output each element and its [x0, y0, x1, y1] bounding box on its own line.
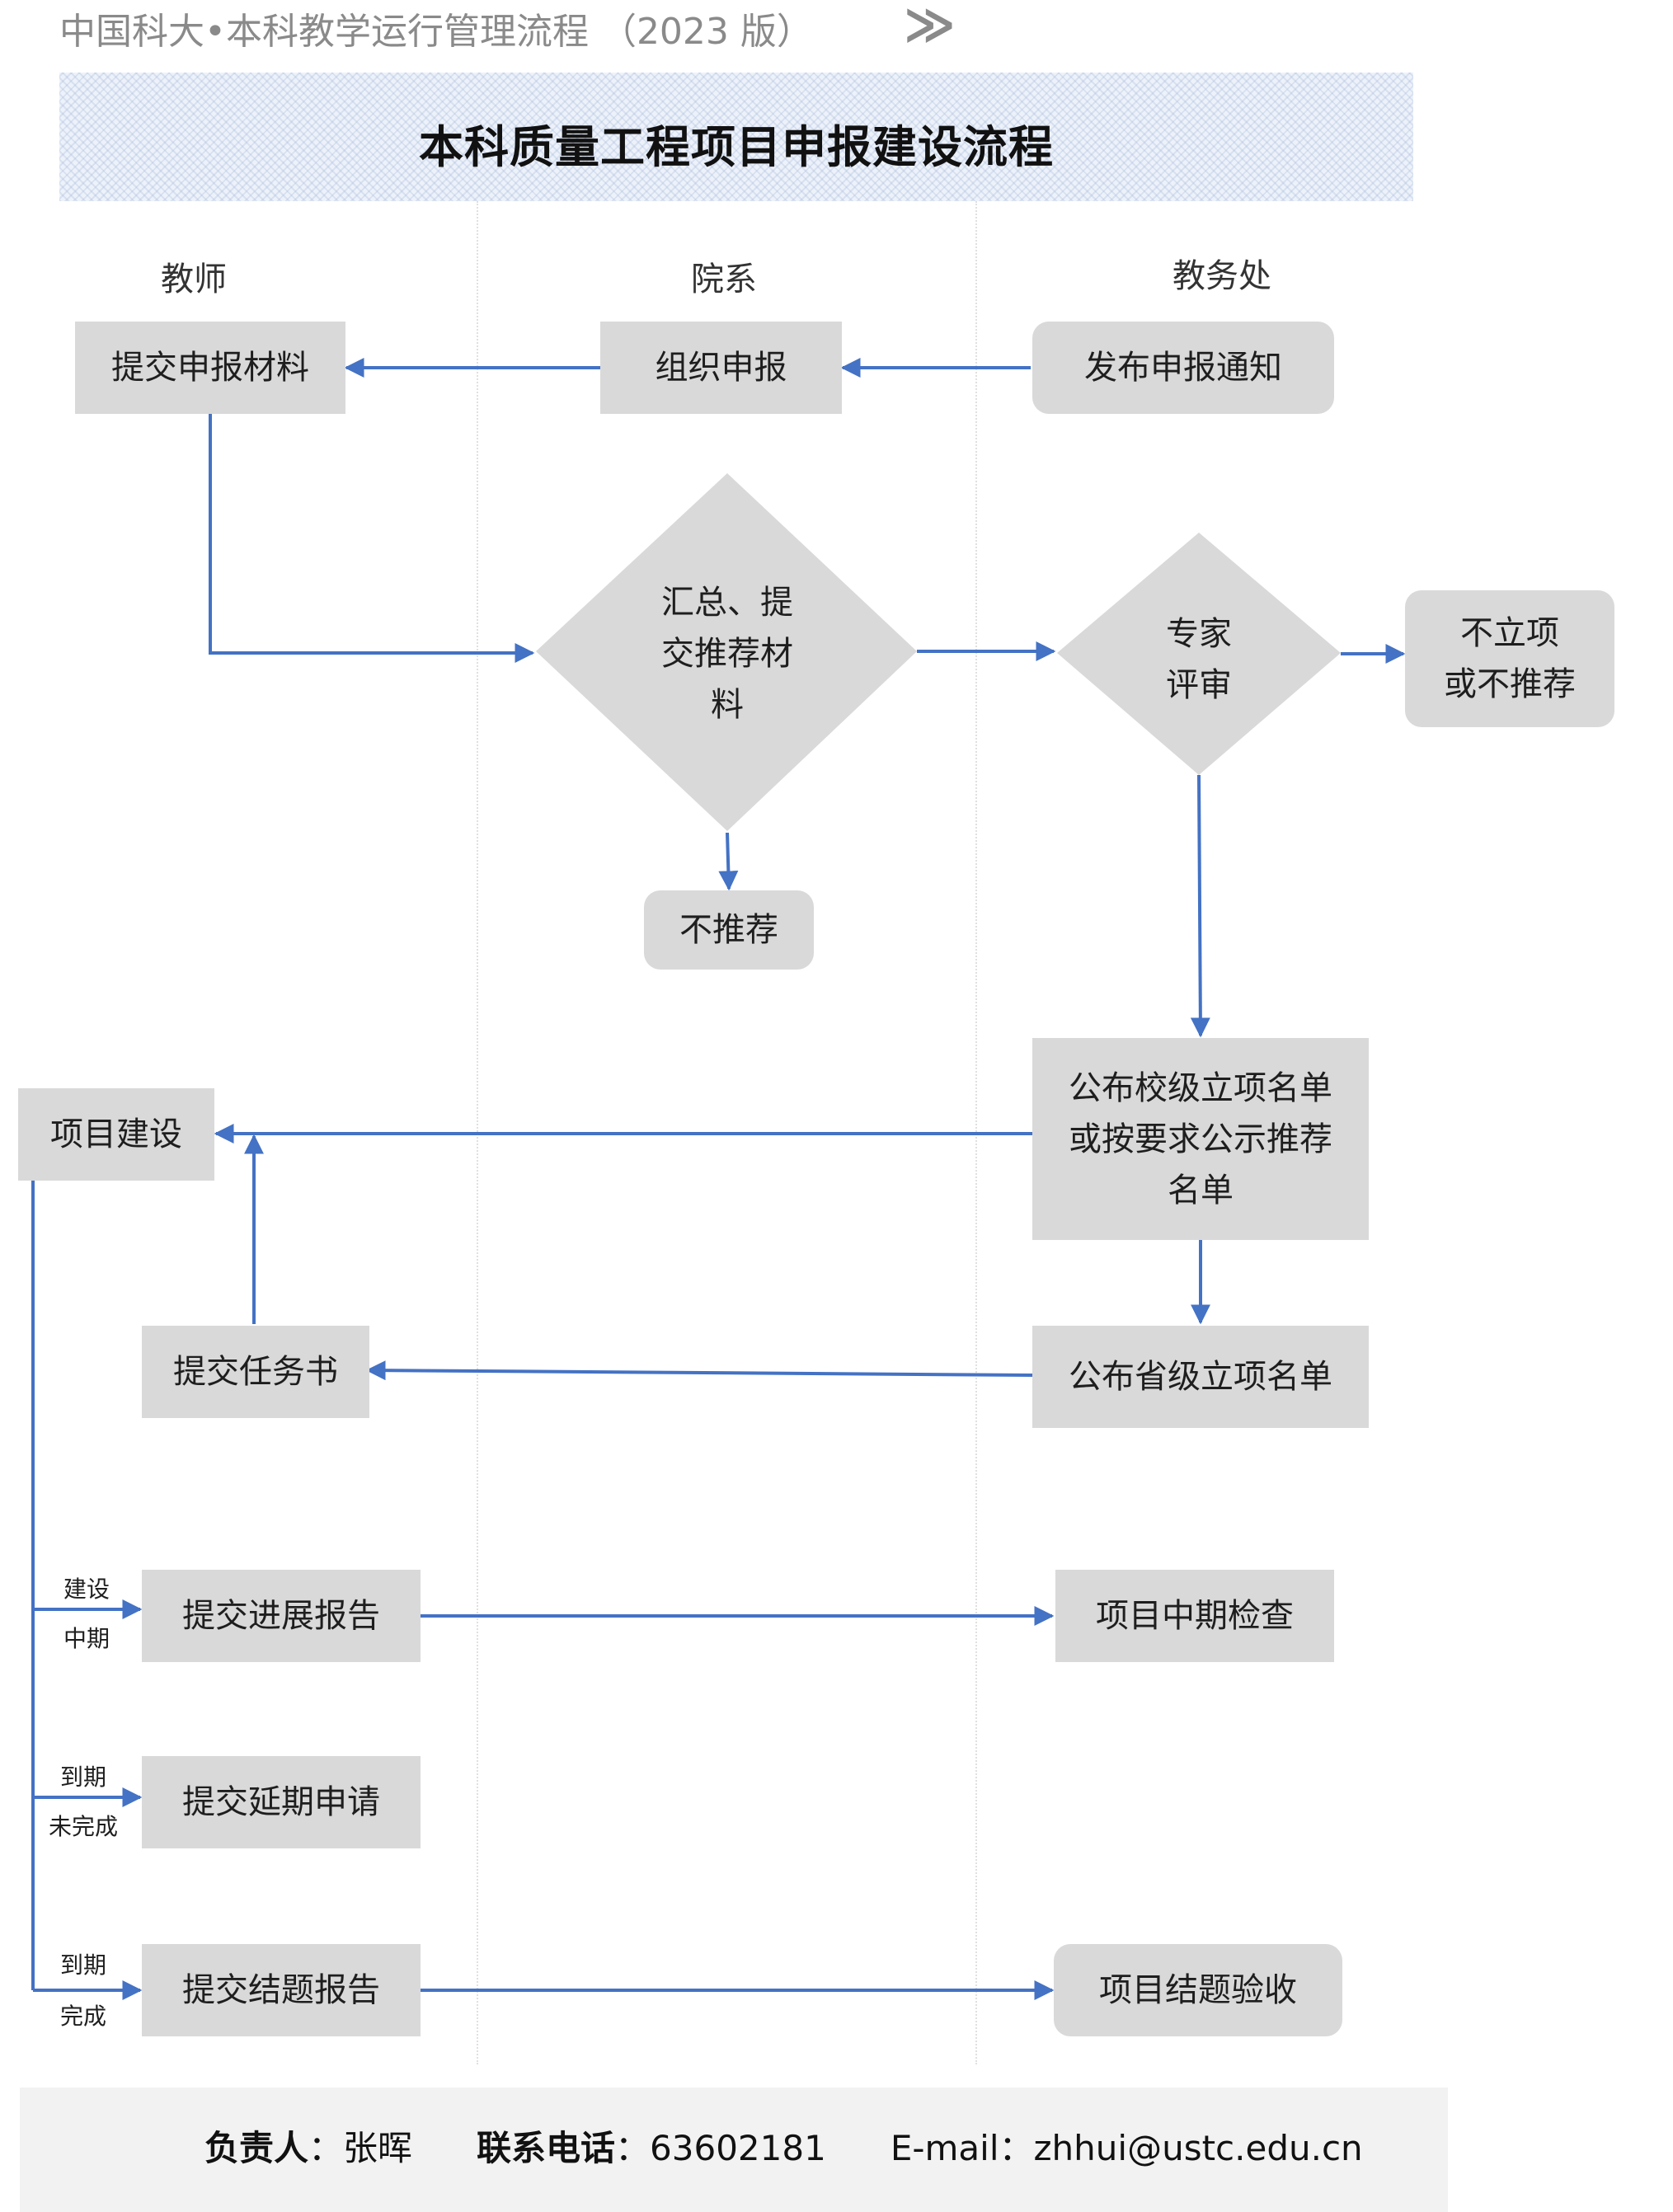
- arrow-review-to-school-list: [1190, 774, 1210, 1038]
- node-submit-progress: 提交进展报告: [142, 1570, 421, 1662]
- node-publish-notice: 发布申报通知: [1032, 322, 1334, 414]
- label-mid-2: 中期: [63, 1625, 110, 1652]
- node-organize: 组织申报: [600, 322, 842, 414]
- lane-header-teacher: 教师: [161, 261, 227, 298]
- footer-phone-label: 联系电话: [477, 2128, 616, 2168]
- node-publish-school-list: 公布校级立项名单 或按要求公示推荐 名单: [1032, 1038, 1369, 1240]
- footer-person: ：张晖: [308, 2128, 413, 2168]
- arrow-submit-to-summarize: [209, 414, 535, 663]
- label-mid-1: 建设: [63, 1576, 110, 1603]
- footer-person-label: 负责人: [204, 2128, 309, 2168]
- document-header: 中国科大•本科教学运行管理流程 （2023 版）: [59, 11, 813, 53]
- node-publish-province-list: 公布省级立项名单: [1032, 1326, 1369, 1428]
- node-submit-materials: 提交申报材料: [75, 322, 345, 414]
- label-due-finished-2: 完成: [59, 2003, 106, 2030]
- label-due-unfinished-1: 到期: [59, 1763, 106, 1791]
- node-project-construction: 项目建设: [18, 1088, 214, 1181]
- node-expert-review-label: 专家 评审: [1166, 615, 1232, 704]
- label-due-finished-1: 到期: [59, 1951, 106, 1979]
- node-submit-final: 提交结题报告: [142, 1944, 421, 2036]
- node-not-recommend: 不推荐: [644, 890, 814, 970]
- footer-contact-bar: 负责人：张晖 联系电话：63602181 E-mail：zhhui@ustc.edu…: [20, 2088, 1448, 2212]
- label-due-unfinished-2: 未完成: [48, 1813, 118, 1840]
- expert-review-diamond: [1057, 533, 1341, 775]
- summarize-diamond: [536, 473, 917, 831]
- title-banner: 本科质量工程项目申报建设流程: [59, 73, 1413, 201]
- arrow-province-list-to-task: [365, 1360, 1033, 1381]
- node-submit-task: 提交任务书: [142, 1326, 369, 1418]
- lane-header-academic-office: 教务处: [1173, 257, 1271, 295]
- node-final-acceptance: 项目结题验收: [1054, 1944, 1342, 2036]
- footer-phone: ：63602181: [615, 2128, 826, 2168]
- node-midterm-check: 项目中期检查: [1055, 1570, 1334, 1662]
- arrow-summarize-to-not-recommend: [718, 832, 739, 891]
- node-summarize-label: 汇总、提 交推荐材 料: [661, 584, 793, 724]
- footer-email: E-mail：zhhui@ustc.edu.cn: [890, 2128, 1363, 2168]
- diagram-title: 本科质量工程项目申报建设流程: [419, 121, 1054, 173]
- chevron-right-icon: ≫: [904, 0, 956, 54]
- node-submit-extension: 提交延期申请: [142, 1756, 421, 1848]
- lane-header-department: 院系: [691, 261, 757, 298]
- node-not-approved: 不立项 或不推荐: [1405, 590, 1614, 727]
- footer-contact-row: 负责人：张晖 联系电话：63602181 E-mail：zhhui@ustc.edu…: [204, 2120, 1363, 2171]
